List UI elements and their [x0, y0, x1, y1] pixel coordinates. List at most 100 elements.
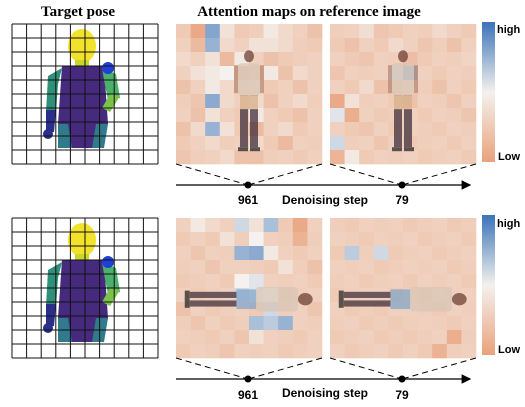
attention-cell — [234, 150, 250, 165]
attention-cell — [432, 218, 448, 233]
attention-cell — [417, 24, 433, 39]
attention-cell — [234, 246, 250, 261]
attention-cell — [278, 38, 294, 53]
attention-cell — [190, 122, 206, 137]
attention-cell — [234, 274, 250, 289]
axis-marker-end — [398, 375, 406, 383]
attention-cell — [205, 344, 221, 359]
zoom-line-right-a — [329, 357, 403, 380]
attention-cell — [292, 122, 308, 137]
attention-cell — [373, 344, 389, 359]
attention-cell — [461, 302, 477, 317]
attention-cell — [344, 150, 360, 165]
attention-cell — [263, 38, 279, 53]
attention-cell — [373, 246, 389, 261]
pose-upper-arm-left — [46, 262, 62, 306]
step-end-label: 79 — [395, 193, 409, 207]
attention-cell — [190, 246, 206, 261]
attention-cell — [234, 24, 250, 39]
attention-cell — [446, 330, 462, 345]
attention-cell — [432, 316, 448, 331]
attention-cell — [403, 24, 418, 39]
attention-cell — [176, 330, 191, 345]
attention-cell — [417, 66, 433, 81]
attention-cell — [205, 232, 221, 247]
attention-cell — [176, 66, 191, 81]
attention-cell — [249, 38, 264, 53]
attention-cell — [307, 274, 323, 289]
person-shoe-left — [238, 147, 248, 152]
attention-cell — [359, 150, 375, 165]
attention-cell — [190, 218, 206, 233]
attention-cell — [359, 232, 375, 247]
attention-cell — [234, 218, 250, 233]
attention-cell — [373, 122, 389, 137]
colorbar-high-label: high — [497, 218, 520, 230]
attention-cell — [190, 80, 206, 95]
attention-cell — [263, 260, 279, 275]
attention-cell — [292, 232, 308, 247]
attention-cell — [403, 274, 418, 289]
attention-cell — [373, 260, 389, 275]
attention-cell — [359, 122, 375, 137]
attention-cell — [344, 316, 360, 331]
attention-cell — [307, 122, 323, 137]
person-leg-left — [394, 95, 402, 148]
attention-cell — [330, 218, 345, 233]
attention-cell — [432, 38, 448, 53]
attention-cell — [249, 24, 264, 39]
colorbar: high Low — [482, 22, 520, 163]
attention-cell — [403, 260, 418, 275]
attention-cell — [417, 108, 433, 123]
denoising-axis: 961 Denoising step 79 — [175, 357, 477, 402]
pose-forearm-left — [46, 304, 56, 326]
person-leg-right — [343, 300, 408, 307]
colorbar-low-label: Low — [498, 151, 520, 163]
attention-cell — [278, 274, 294, 289]
attention-cell — [219, 52, 235, 67]
attention-cell — [446, 218, 462, 233]
pose-head — [68, 29, 96, 63]
attention-cell — [219, 316, 235, 331]
attention-cell — [359, 52, 375, 67]
attention-cell — [278, 24, 294, 39]
attention-cell — [205, 260, 221, 275]
attention-cell — [359, 246, 375, 261]
attention-cell — [234, 260, 250, 275]
reference-person — [184, 286, 313, 312]
attention-cell — [432, 274, 448, 289]
attention-cell — [344, 344, 360, 359]
attention-cell — [432, 80, 448, 95]
target-pose-panel — [11, 217, 159, 359]
person-shoes — [184, 290, 190, 308]
attention-cell — [219, 66, 235, 81]
attention-cell — [190, 136, 206, 151]
colorbar-low-label: Low — [498, 344, 520, 356]
attention-cell — [359, 344, 375, 359]
attention-cell — [263, 66, 279, 81]
person-head — [297, 293, 313, 306]
attention-cell — [249, 330, 264, 345]
attention-cell — [190, 66, 206, 81]
attention-cell — [359, 274, 375, 289]
attention-cell — [307, 52, 323, 67]
attention-cell — [446, 150, 462, 165]
attention-cell — [307, 136, 323, 151]
attention-cell — [461, 108, 477, 123]
attention-cell — [388, 316, 404, 331]
attention-cell — [292, 150, 308, 165]
attention-cell — [307, 330, 323, 345]
attention-cell — [292, 52, 308, 67]
attention-cell — [432, 150, 448, 165]
attention-cell — [278, 260, 294, 275]
pose-upper-arm-left — [46, 68, 62, 112]
attention-cell — [330, 330, 345, 345]
attention-cell — [344, 108, 360, 123]
attention-cell — [373, 274, 389, 289]
person-head — [398, 50, 408, 63]
zoom-line-right-b — [401, 163, 477, 186]
attention-cell — [249, 218, 264, 233]
attention-cell — [307, 94, 323, 109]
colorbar-high-label: high — [497, 24, 520, 36]
attention-cell — [205, 80, 221, 95]
